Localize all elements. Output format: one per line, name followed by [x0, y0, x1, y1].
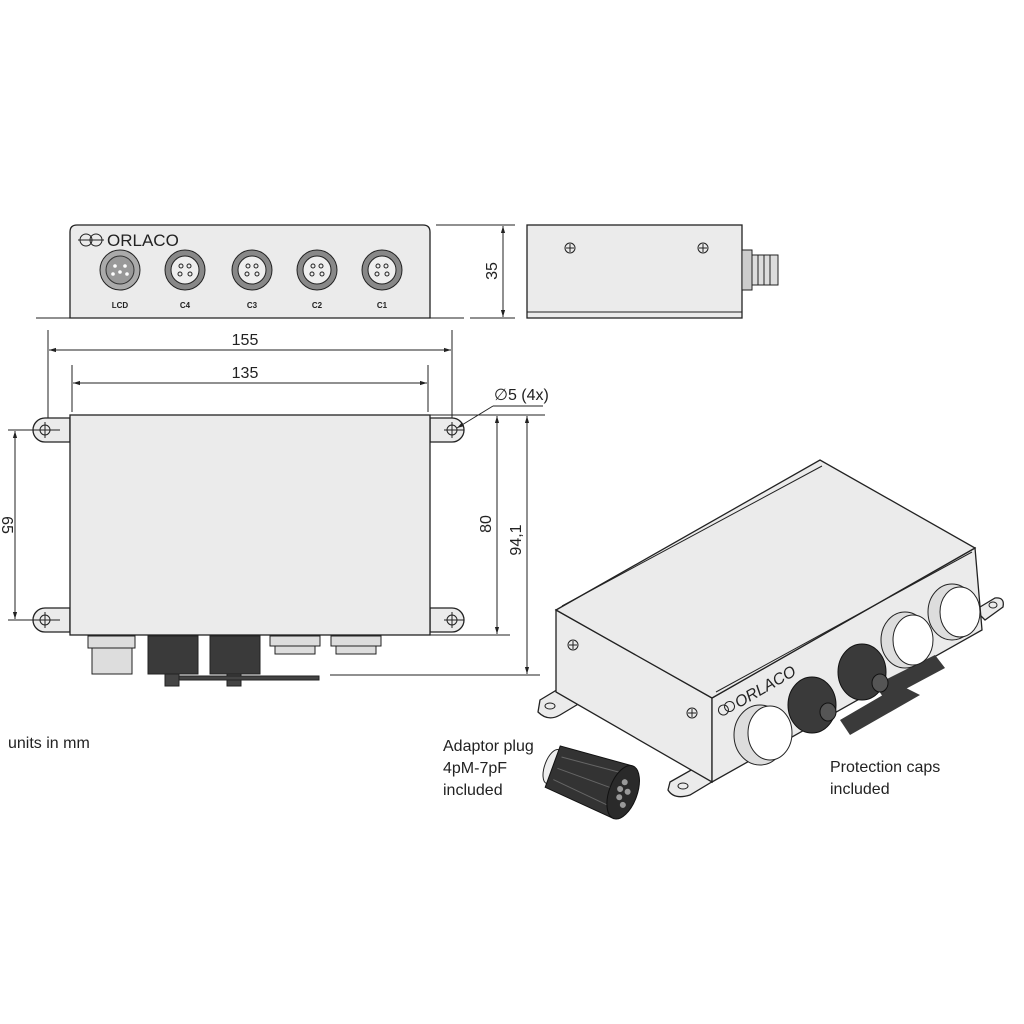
- side-connector: [741, 249, 753, 291]
- protection-cap-dark: [837, 643, 945, 701]
- screw-icon: [686, 707, 698, 719]
- svg-text:35: 35: [484, 262, 501, 280]
- svg-text:155: 155: [232, 332, 259, 349]
- svg-text:65: 65: [0, 516, 15, 534]
- top-view: [32, 414, 465, 687]
- svg-text:80: 80: [478, 515, 495, 533]
- adaptor-note-line: 4pM-7pF: [443, 760, 507, 777]
- orlaco-logo-icon: [78, 233, 104, 247]
- dimension-hole-spacing: 65: [0, 429, 60, 621]
- connector-label: C1: [377, 301, 388, 310]
- connector-c2: [296, 249, 338, 291]
- white-cap: [733, 704, 793, 766]
- connector-c1: [361, 249, 403, 291]
- dimension-overall-width: 155: [47, 330, 453, 420]
- side-body: [526, 224, 743, 319]
- connector-c3: [231, 249, 273, 291]
- dimension-height: 35: [436, 224, 515, 319]
- screw-icon: [697, 242, 709, 254]
- connector-lcd: [99, 249, 141, 291]
- connector-label: LCD: [112, 301, 129, 310]
- svg-text:135: 135: [232, 365, 259, 382]
- white-cap: [927, 583, 981, 641]
- screw-icon: [564, 242, 576, 254]
- connector-label: C3: [247, 301, 258, 310]
- connector-label: C2: [312, 301, 323, 310]
- side-view: [526, 224, 779, 319]
- dimension-overall-depth: 94,1: [330, 416, 540, 676]
- dimension-hole-diameter: ∅5 (4x): [456, 387, 549, 429]
- top-connectors: [87, 635, 382, 687]
- connector-label: C4: [180, 301, 191, 310]
- caps-note-line: Protection caps: [830, 759, 940, 776]
- adaptor-plug: [542, 745, 640, 820]
- screw-icon: [567, 639, 579, 651]
- connector-c4: [164, 249, 206, 291]
- adaptor-note-line: included: [443, 782, 503, 799]
- protection-cap-dark: [787, 676, 920, 735]
- mounting-tabs: [32, 417, 465, 633]
- svg-text:∅5 (4x): ∅5 (4x): [494, 387, 549, 404]
- adaptor-note-line: Adaptor plug: [443, 738, 534, 755]
- isometric-view: ORLACO: [537, 459, 1004, 798]
- white-cap: [880, 611, 934, 669]
- svg-text:94,1: 94,1: [508, 524, 525, 555]
- front-view: ORLACO LCD C4 C3 C2 C1: [36, 224, 464, 319]
- top-body: [69, 414, 431, 636]
- units-note: units in mm: [8, 735, 90, 752]
- dimension-body-width: 135: [71, 365, 429, 412]
- iso-top-face: [554, 459, 977, 699]
- front-brand: ORLACO: [107, 231, 179, 250]
- caps-note-line: included: [830, 781, 890, 798]
